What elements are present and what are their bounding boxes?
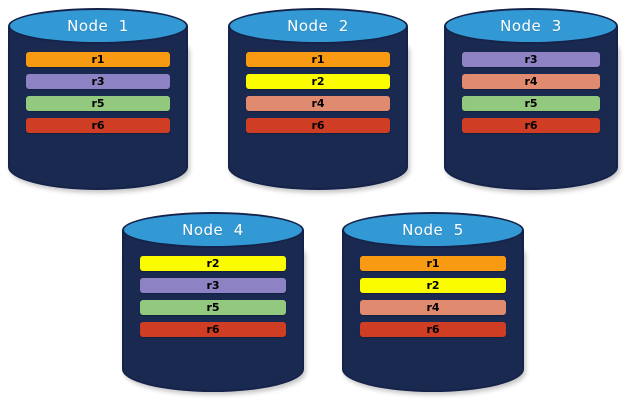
cylinder-top-ellipse: [342, 212, 524, 248]
replica-bar[interactable]: r4: [360, 300, 506, 315]
replica-bar[interactable]: r2: [140, 256, 286, 271]
replica-bar[interactable]: r1: [26, 52, 170, 67]
replica-bar[interactable]: r5: [140, 300, 286, 315]
replica-bar[interactable]: r1: [246, 52, 390, 67]
replica-bar[interactable]: r5: [462, 96, 600, 111]
node-title-label: Node 5: [402, 221, 464, 239]
database-node-cylinder[interactable]: Node 4 r2 r3 r5 r6: [122, 212, 304, 392]
node-title-label: Node 1: [67, 17, 129, 35]
replica-bar[interactable]: r6: [140, 322, 286, 337]
replica-bar[interactable]: r6: [246, 118, 390, 133]
replica-bar[interactable]: r6: [360, 322, 506, 337]
replica-bar[interactable]: r4: [462, 74, 600, 89]
node-title-label: Node 2: [287, 17, 349, 35]
cylinder-top-ellipse: [444, 8, 618, 44]
replica-bar[interactable]: r4: [246, 96, 390, 111]
replica-list: r1 r2 r4 r6: [342, 256, 524, 337]
cylinder-top-ellipse: [122, 212, 304, 248]
replica-bar[interactable]: r2: [246, 74, 390, 89]
replica-list: r2 r3 r5 r6: [122, 256, 304, 337]
replica-list: r3 r4 r5 r6: [444, 52, 618, 133]
database-node-cylinder[interactable]: Node 1 r1 r3 r5 r6: [8, 8, 188, 190]
replica-list: r1 r2 r4 r6: [228, 52, 408, 133]
cylinder-top-ellipse: [228, 8, 408, 44]
node-title-label: Node 4: [182, 221, 244, 239]
replica-bar[interactable]: r3: [140, 278, 286, 293]
replica-bar[interactable]: r5: [26, 96, 170, 111]
database-node-cylinder[interactable]: Node 2 r1 r2 r4 r6: [228, 8, 408, 190]
cylinder-top-ellipse: [8, 8, 188, 44]
database-node-cylinder[interactable]: Node 5 r1 r2 r4 r6: [342, 212, 524, 392]
replica-bar[interactable]: r2: [360, 278, 506, 293]
replica-bar[interactable]: r6: [462, 118, 600, 133]
replica-bar[interactable]: r3: [462, 52, 600, 67]
node-title-label: Node 3: [500, 17, 562, 35]
database-node-cylinder[interactable]: Node 3 r3 r4 r5 r6: [444, 8, 618, 190]
replica-list: r1 r3 r5 r6: [8, 52, 188, 133]
replica-bar[interactable]: r6: [26, 118, 170, 133]
replica-bar[interactable]: r3: [26, 74, 170, 89]
replica-bar[interactable]: r1: [360, 256, 506, 271]
